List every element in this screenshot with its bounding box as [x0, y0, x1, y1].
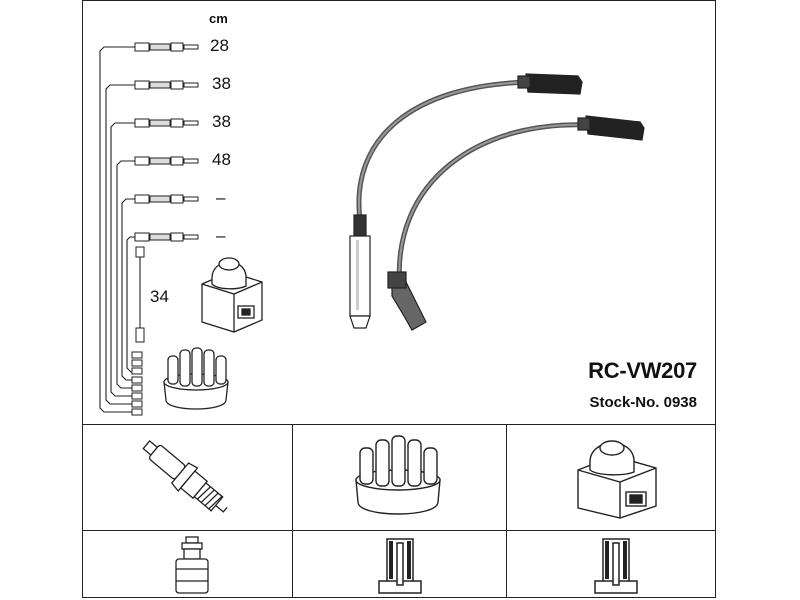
plug-terminal-icon — [175, 536, 209, 594]
lead-connector-3 — [134, 118, 199, 128]
divider-col-2 — [506, 424, 507, 598]
lead-length-3: 38 — [212, 112, 231, 131]
lead-connector-4 — [134, 156, 199, 166]
spark-plug-icon — [142, 440, 228, 513]
lead-connector-2 — [134, 80, 199, 90]
lead-connector-6 — [134, 232, 199, 242]
stock-number: Stock-No. 0938 — [589, 394, 697, 411]
lead-length-2: 38 — [212, 74, 231, 93]
divider-col-1 — [292, 424, 293, 598]
coil-lead-length: 34 — [150, 287, 169, 306]
ignition-coil-icon — [577, 440, 657, 519]
cap-terminal-icon — [378, 538, 422, 594]
ignition-leads-photo — [349, 73, 645, 331]
lead-length-1: 28 — [210, 36, 229, 55]
distributor-cap-small — [163, 347, 229, 410]
unit-label: cm — [209, 11, 228, 26]
divider-bottom — [82, 530, 716, 531]
diagram-frame — [82, 0, 716, 598]
lead-length-4: 48 — [212, 150, 231, 169]
ignition-coil-small — [201, 257, 263, 333]
lead-length-6: – — [216, 226, 226, 245]
coil-terminal-icon — [594, 538, 638, 594]
divider-top — [82, 424, 716, 425]
lead-length-5: – — [216, 188, 226, 207]
distributor-cap-icon — [355, 435, 441, 515]
lead-connector-1 — [134, 42, 199, 52]
product-model: RC-VW207 — [588, 358, 697, 383]
lead-connector-5 — [134, 194, 199, 204]
